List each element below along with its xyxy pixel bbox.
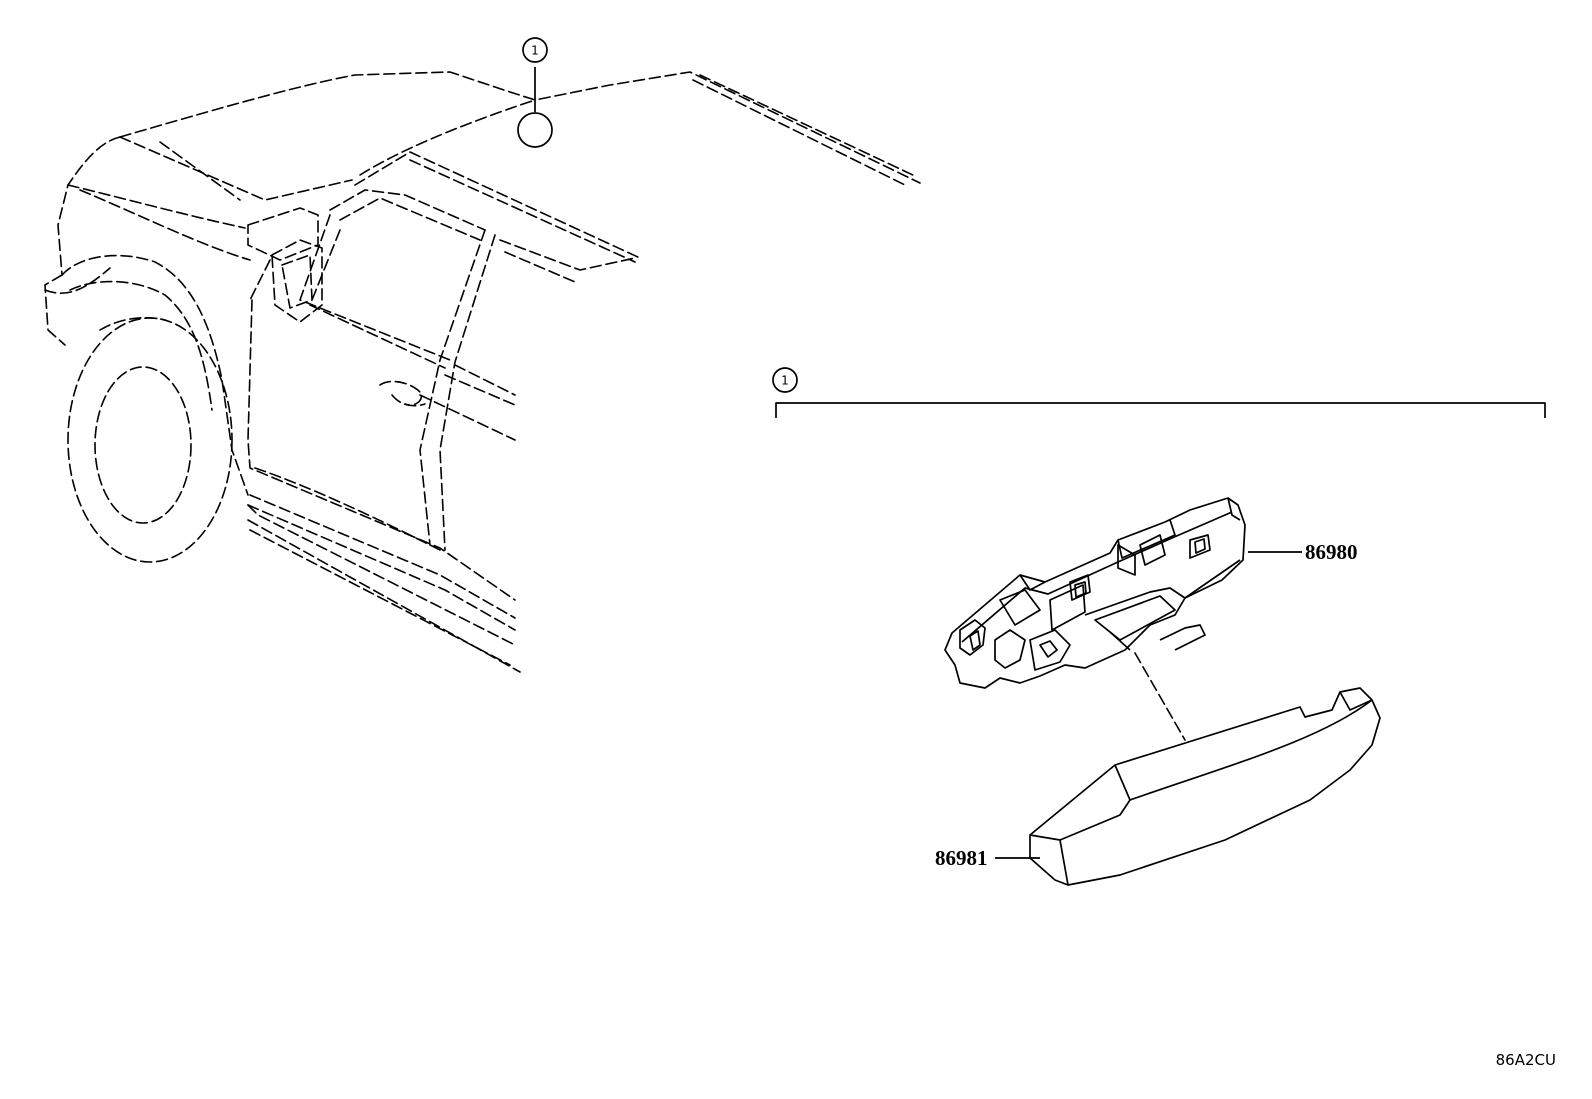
callout-label-group: 1	[781, 374, 789, 388]
cover-drawing	[1029, 687, 1381, 886]
callout-circle-vehicle: 1	[522, 37, 548, 63]
part-number-86980: 86980	[1305, 540, 1358, 564]
assembly-line	[1134, 652, 1186, 741]
camera-assembly-drawing	[944, 497, 1246, 689]
part-label-86981: 86981	[935, 846, 1040, 870]
part-label-86980: 86980	[1248, 540, 1358, 564]
camera-location-marker	[517, 67, 553, 148]
part-number-86981: 86981	[935, 846, 988, 870]
callout-label-vehicle: 1	[531, 44, 539, 58]
diagram-code: 86A2CU	[1495, 1051, 1556, 1069]
vehicle-outline	[44, 71, 921, 673]
group-bracket: 1	[772, 367, 1546, 418]
